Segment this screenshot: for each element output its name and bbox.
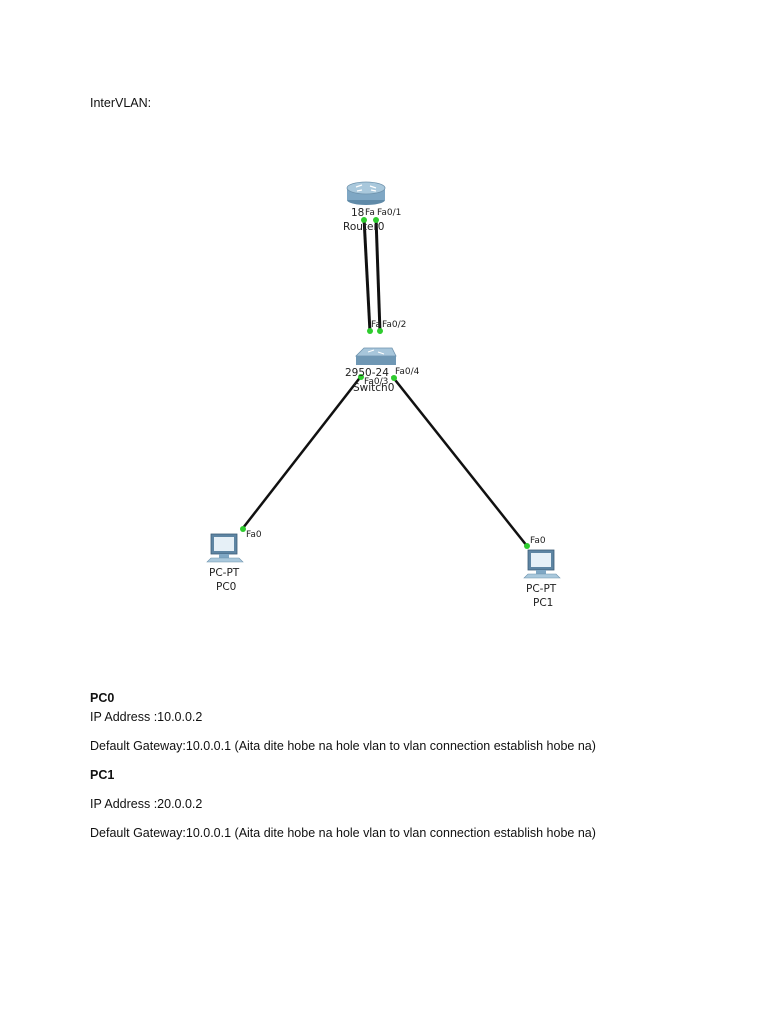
router-model-label: 18 [351,207,364,219]
port-up-icon [524,543,530,549]
pc0-port-label: Fa0 [246,530,262,540]
link-switch-pc0 [242,374,363,529]
router-port-label-2: Fa0/1 [377,208,401,218]
port-up-icon [361,217,367,223]
pc1-heading: PC1 [90,768,115,782]
pc0-type-label: PC-PT [209,567,240,579]
port-up-icon [391,375,397,381]
pc1-icon[interactable] [523,549,561,579]
links [242,217,528,547]
pc0-heading: PC0 [90,691,115,705]
router-name-label: Router0 [343,221,384,233]
pc1-default-gateway: Default Gateway:10.0.0.1 (Aita dite hobe… [90,826,596,840]
switch-model-label: 2950-24 [345,367,389,379]
pc1-ip-address: IP Address :20.0.0.2 [90,797,203,811]
pc0-icon[interactable] [206,533,244,563]
port-up-icon [358,374,364,380]
switch-icon[interactable] [355,347,397,365]
port-up-icon [377,328,383,334]
pc1-type-label: PC-PT [526,583,557,595]
port-up-icon [240,526,246,532]
switch-port-label-2: Fa0/2 [382,320,406,330]
switch-port-label-3: Fa0/3 [364,377,388,387]
pc1-name-label: PC1 [533,597,553,609]
pc1-port-label: Fa0 [530,536,546,546]
switch-port-label-4: Fa0/4 [395,367,420,377]
router-icon[interactable] [346,181,386,205]
link-router-switch-2 [374,217,382,333]
switch-name-label: Switch0 [353,382,394,394]
link-switch-pc1 [391,375,528,547]
pc0-name-label: PC0 [216,581,236,593]
switch-port-label-1: Fa [371,320,381,330]
port-up-icon [373,217,379,223]
pc0-ip-address: IP Address :10.0.0.2 [90,710,203,724]
link-router-switch-1 [362,217,372,333]
router-port-label-1: Fa [365,208,375,218]
page-title: InterVLAN: [90,96,152,110]
port-status-indicators [240,217,530,549]
pc0-default-gateway: Default Gateway:10.0.0.1 (Aita dite hobe… [90,739,596,753]
port-up-icon [367,328,373,334]
network-topology-diagram: 18 Fa Fa0/1 Router0 Fa Fa0/2 2950-24 Fa0… [206,181,561,609]
